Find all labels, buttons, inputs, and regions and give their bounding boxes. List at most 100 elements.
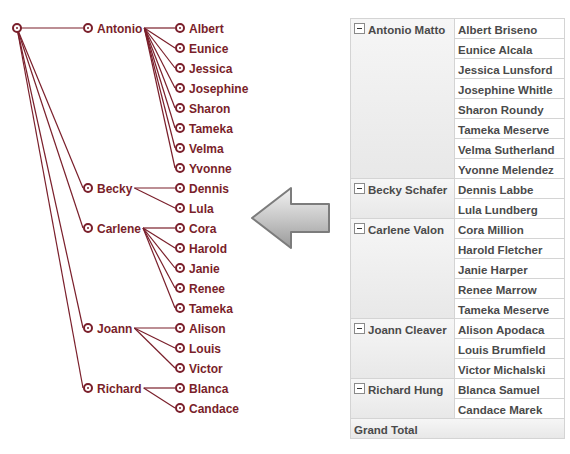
node-dot: [175, 163, 185, 173]
node-dot: [175, 343, 185, 353]
cell-text: Jessica Lunsford: [458, 64, 553, 76]
cell-text: Velma Sutherland: [458, 144, 555, 156]
node-dot: [175, 143, 185, 153]
table-cell: Eunice Alcala: [454, 38, 565, 59]
table-cell: Blanca Samuel: [454, 378, 565, 399]
total-cell: Grand Total: [350, 418, 565, 439]
cell-text: Albert Briseno: [458, 24, 537, 36]
table-cell: Yvonne Melendez: [454, 158, 565, 179]
person-name: Joann: [97, 319, 132, 339]
table-cell: Alison Apodaca: [454, 318, 565, 339]
person-name: Cora: [189, 219, 216, 239]
employee-node: Harold: [175, 238, 227, 258]
table-cell: Lula Lundberg: [454, 198, 565, 219]
cell-text: Alison Apodaca: [458, 324, 544, 336]
person-name: Candace: [189, 399, 239, 419]
employee-node: Josephine: [175, 78, 248, 98]
node-dot: [175, 103, 185, 113]
group-cell: Richard Hung: [350, 378, 455, 419]
cell-text: Eunice Alcala: [458, 44, 532, 56]
tree-link: [144, 388, 175, 408]
cell-text: Josephine Whitle: [458, 84, 553, 96]
employee-node: Tameka: [175, 298, 233, 318]
cell-text: Lula Lundberg: [458, 204, 538, 216]
node-dot: [175, 383, 185, 393]
tree-link: [134, 187, 175, 188]
node-dot: [175, 83, 185, 93]
node-dot: [175, 363, 185, 373]
person-name: Victor: [189, 359, 223, 379]
collapse-icon: [354, 383, 365, 394]
person-name: Blanca: [189, 379, 228, 399]
node-dot: [175, 43, 185, 53]
table-cell: Louis Brumfield: [454, 338, 565, 359]
cell-text: Tameka Meserve: [458, 304, 549, 316]
node-dot: [83, 183, 93, 193]
employee-node: Candace: [175, 398, 239, 418]
collapse-icon: [354, 183, 365, 194]
table-cell: Josephine Whitle: [454, 78, 565, 99]
manager-node: Carlene: [83, 218, 141, 238]
tree-link: [134, 327, 175, 328]
person-name: Carlene: [97, 219, 141, 239]
person-name: Dennis: [189, 179, 229, 199]
cell-text: Yvonne Melendez: [458, 164, 554, 176]
employee-node: Janie: [175, 258, 220, 278]
person-name: Louis: [189, 339, 221, 359]
node-dot: [175, 283, 185, 293]
table-cell: Dennis Labbe: [454, 178, 565, 199]
tree-link: [144, 28, 175, 148]
tree-link: [143, 227, 175, 228]
cell-text: Cora Million: [458, 224, 524, 236]
manager-node: Antonio: [83, 18, 142, 38]
cell-text: Victor Michalski: [458, 364, 545, 376]
tree-link: [143, 228, 175, 268]
node-dot: [175, 303, 185, 313]
direction-arrow: [252, 188, 329, 248]
node-dot: [175, 323, 185, 333]
cell-text: Grand Total: [354, 424, 418, 436]
tree-link: [143, 228, 175, 288]
node-dot: [83, 383, 93, 393]
person-name: Sharon: [189, 99, 230, 119]
employee-node: Jessica: [175, 58, 232, 78]
tree-link: [134, 328, 175, 368]
node-dot: [175, 203, 185, 213]
table-cell: Cora Million: [454, 218, 565, 239]
cell-text: Candace Marek: [458, 404, 542, 416]
node-dot: [175, 183, 185, 193]
node-dot: [175, 403, 185, 413]
node-dot: [175, 263, 185, 273]
cell-text: Janie Harper: [458, 264, 528, 276]
group-cell: Carlene Valon: [350, 218, 455, 319]
table-cell: Velma Sutherland: [454, 138, 565, 159]
employee-node: Blanca: [175, 378, 228, 398]
person-name: Tameka: [189, 299, 233, 319]
node-dot: [83, 323, 93, 333]
node-dot: [175, 63, 185, 73]
tree-link: [143, 228, 175, 308]
employee-node: Dennis: [175, 178, 229, 198]
tree-link: [144, 387, 175, 388]
cell-text: Sharon Roundy: [458, 104, 544, 116]
person-name: Richard: [97, 379, 142, 399]
collapse-icon: [354, 23, 365, 34]
manager-node: Richard: [83, 378, 142, 398]
employee-node: Lula: [175, 198, 214, 218]
table-cell: Janie Harper: [454, 258, 565, 279]
employee-node: Sharon: [175, 98, 230, 118]
node-dot: [175, 123, 185, 133]
employee-node: Alison: [175, 318, 226, 338]
person-name: Harold: [189, 239, 227, 259]
person-name: Tameka: [189, 119, 233, 139]
employee-node: Cora: [175, 218, 216, 238]
person-name: Albert: [189, 19, 224, 39]
tree-link: [144, 28, 175, 168]
person-name: Lula: [189, 199, 214, 219]
tree-link: [144, 27, 175, 28]
employee-node: Yvonne: [175, 158, 232, 178]
person-name: Antonio: [97, 19, 142, 39]
cell-text: Joann Cleaver: [368, 324, 447, 336]
table-cell: Candace Marek: [454, 398, 565, 419]
